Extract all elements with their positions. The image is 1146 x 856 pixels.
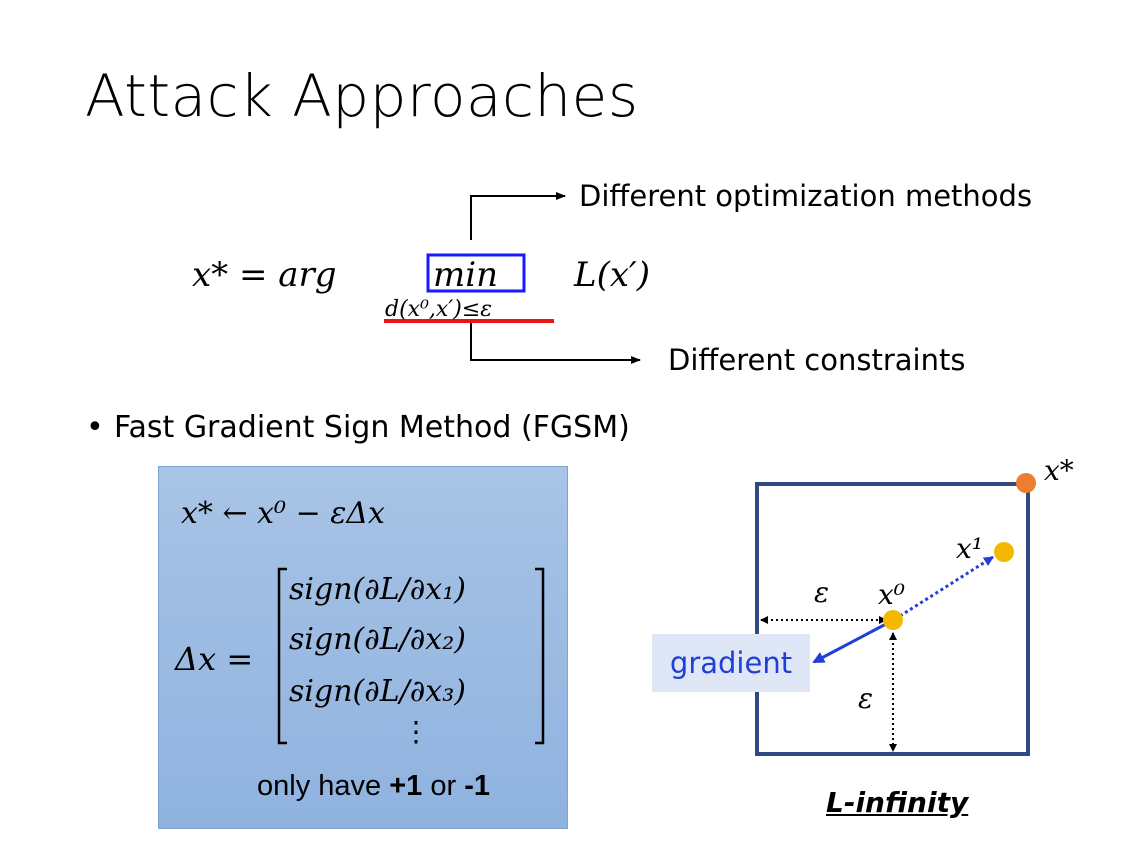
sign-note-plus: +1 xyxy=(389,770,422,802)
sign-note-minus: -1 xyxy=(464,770,490,802)
vector-entry-2: sign(∂L/∂x₂) xyxy=(289,622,466,657)
vector-entry-3: sign(∂L/∂x₃) xyxy=(289,674,466,709)
x1-label: x¹ xyxy=(956,532,983,565)
min-highlight-box xyxy=(426,253,526,293)
step-to-x1-arrow xyxy=(899,555,994,618)
update-rule: x* ← x⁰ − εΔx xyxy=(181,496,385,531)
right-bracket xyxy=(535,567,545,745)
sign-note-middle: or xyxy=(422,770,464,802)
formula-subscript: d(x⁰,x′)≤ε xyxy=(385,297,492,322)
eps-horizontal-label: ε xyxy=(814,576,829,609)
formula-diagram: x* = arg min d(x⁰,x′)≤ε L(x′) Different … xyxy=(192,179,1032,377)
x0-label: x⁰ xyxy=(878,578,905,611)
annotation-constraints: Different constraints xyxy=(668,343,965,377)
linf-diagram: x⁰ x¹ x* ε ε xyxy=(755,454,1074,756)
gradient-label: gradient xyxy=(652,634,810,692)
constraint-underline xyxy=(384,319,554,323)
slide-title: Attack Approaches xyxy=(85,62,639,130)
fgsm-formula-content: x* ← x⁰ − εΔx Δx = sign(∂L/∂x₁) sign(∂L/… xyxy=(173,496,545,802)
linf-square xyxy=(755,482,1030,756)
formula-lhs: x* = arg xyxy=(192,255,337,295)
vector-ellipsis: ⋮ xyxy=(402,715,430,748)
sign-note-prefix: only have xyxy=(257,770,389,802)
left-bracket xyxy=(277,567,287,745)
fgsm-formula-box: x* ← x⁰ − εΔx Δx = sign(∂L/∂x₁) sign(∂L/… xyxy=(158,466,568,829)
formula-objective: L(x′) xyxy=(573,255,650,295)
formula-min: min xyxy=(433,255,498,295)
x0-point xyxy=(883,610,903,630)
xstar-label: x* xyxy=(1044,454,1074,487)
vector-entry-1: sign(∂L/∂x₁) xyxy=(289,572,466,607)
x1-point xyxy=(994,542,1014,562)
top-connector-line xyxy=(470,192,566,240)
annotation-optimization: Different optimization methods xyxy=(579,179,1032,213)
gradient-arrow xyxy=(812,622,887,664)
bottom-connector-line xyxy=(470,322,641,364)
delta-lhs: Δx = xyxy=(173,640,253,678)
xstar-point xyxy=(1016,473,1036,493)
bullet-fgsm: Fast Gradient Sign Method (FGSM) xyxy=(114,410,630,445)
bullet-dot: • xyxy=(86,410,104,445)
sign-note: only have +1 or -1 xyxy=(257,770,490,802)
linf-caption: L-infinity xyxy=(826,786,969,819)
eps-vertical-label: ε xyxy=(858,682,873,715)
